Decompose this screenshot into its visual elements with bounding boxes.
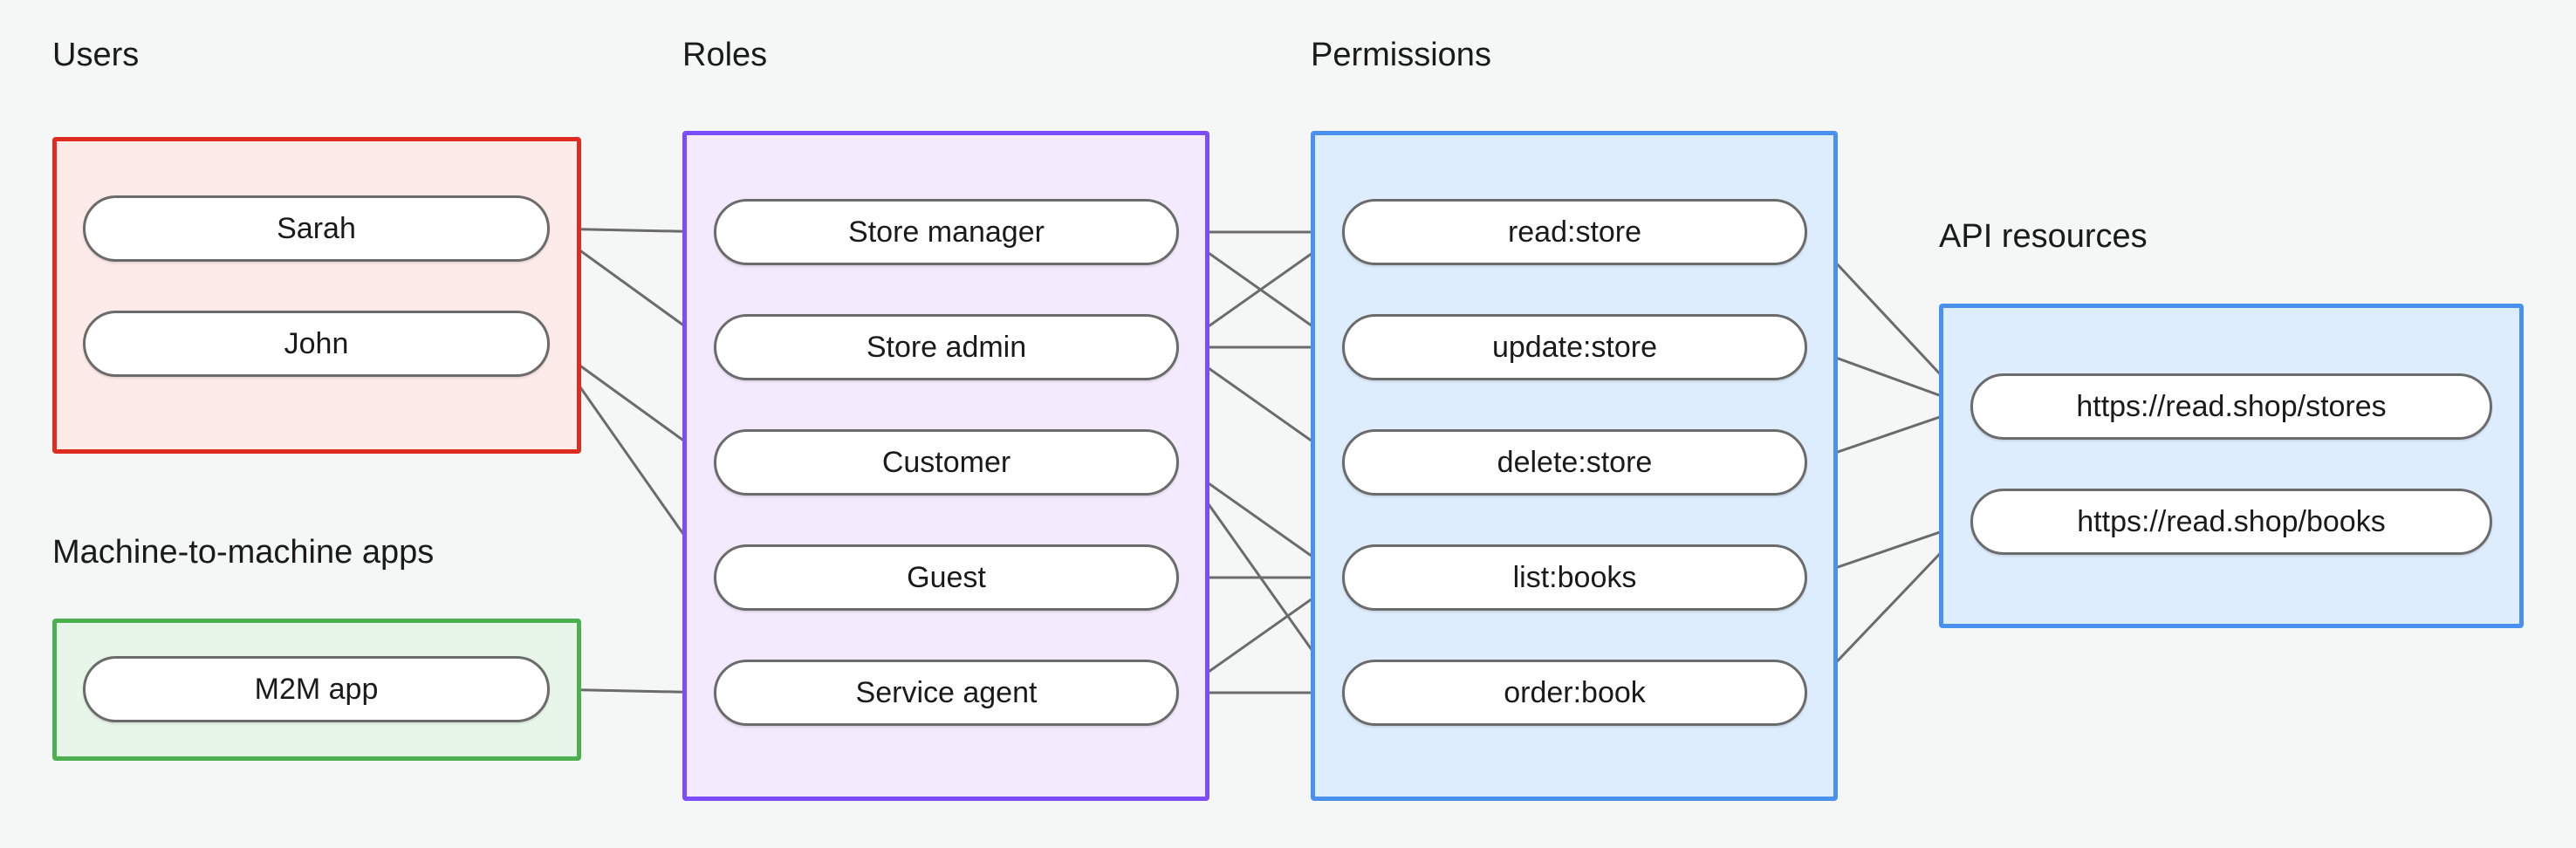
node-m2m-app[interactable]: M2M app bbox=[83, 656, 550, 722]
node-customer[interactable]: Customer bbox=[714, 429, 1179, 496]
group-label-m2m: Machine-to-machine apps bbox=[52, 534, 435, 571]
node-resource-stores[interactable]: https://read.shop/stores bbox=[1970, 373, 2492, 440]
group-label-api-resources: API resources bbox=[1939, 218, 2148, 255]
node-service-agent[interactable]: Service agent bbox=[714, 660, 1179, 726]
node-john[interactable]: John bbox=[83, 311, 550, 377]
node-list-books[interactable]: list:books bbox=[1342, 544, 1807, 611]
node-order-book[interactable]: order:book bbox=[1342, 660, 1807, 726]
group-label-users: Users bbox=[52, 37, 140, 73]
node-sarah[interactable]: Sarah bbox=[83, 195, 550, 262]
node-read-store[interactable]: read:store bbox=[1342, 199, 1807, 265]
group-box-api-resources bbox=[1939, 304, 2524, 628]
node-store-admin[interactable]: Store admin bbox=[714, 314, 1179, 380]
group-label-roles: Roles bbox=[682, 37, 768, 73]
node-guest[interactable]: Guest bbox=[714, 544, 1179, 611]
node-store-manager[interactable]: Store manager bbox=[714, 199, 1179, 265]
group-box-users bbox=[52, 137, 581, 454]
node-resource-books[interactable]: https://read.shop/books bbox=[1970, 489, 2492, 555]
node-update-store[interactable]: update:store bbox=[1342, 314, 1807, 380]
group-label-permissions: Permissions bbox=[1311, 37, 1491, 73]
node-delete-store[interactable]: delete:store bbox=[1342, 429, 1807, 496]
